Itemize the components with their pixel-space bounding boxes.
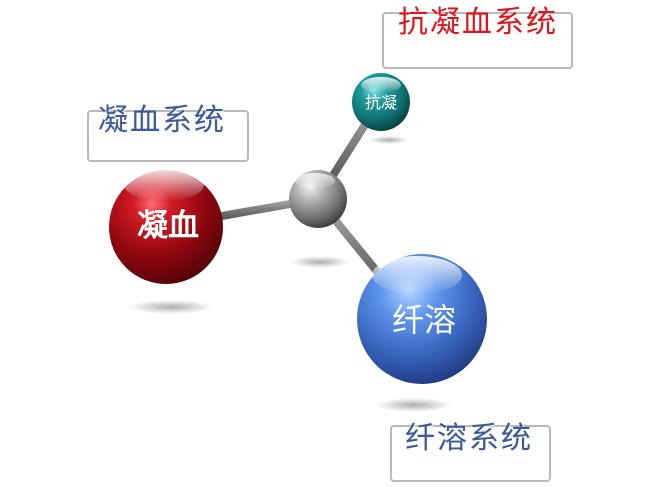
- coagulation-system-box: [87, 110, 249, 162]
- shadow-fibrinolysis: [376, 398, 452, 412]
- coagulation-system-label: 凝血系统: [98, 103, 226, 138]
- node-coagulation-label: 凝血: [137, 208, 199, 244]
- anticoagulation-system-label: 抗凝血系统: [398, 5, 558, 40]
- node-coagulation: 凝血: [109, 169, 223, 284]
- fibrinolysis-system-box: [390, 425, 551, 482]
- shadow-center: [290, 256, 350, 268]
- node-anticoagulation: 抗凝: [352, 73, 410, 131]
- fibrinolysis-system-label: 纤溶系统: [405, 421, 533, 456]
- node-center: [289, 170, 347, 228]
- shadow-coagulation: [129, 300, 213, 314]
- shadow-anticoagulation: [369, 136, 409, 144]
- node-anticoagulation-label: 抗凝: [365, 93, 397, 112]
- node-fibrinolysis: 纤溶: [357, 254, 487, 384]
- anticoagulation-system-box: [382, 12, 573, 69]
- node-fibrinolysis-label: 纤溶: [392, 301, 456, 339]
